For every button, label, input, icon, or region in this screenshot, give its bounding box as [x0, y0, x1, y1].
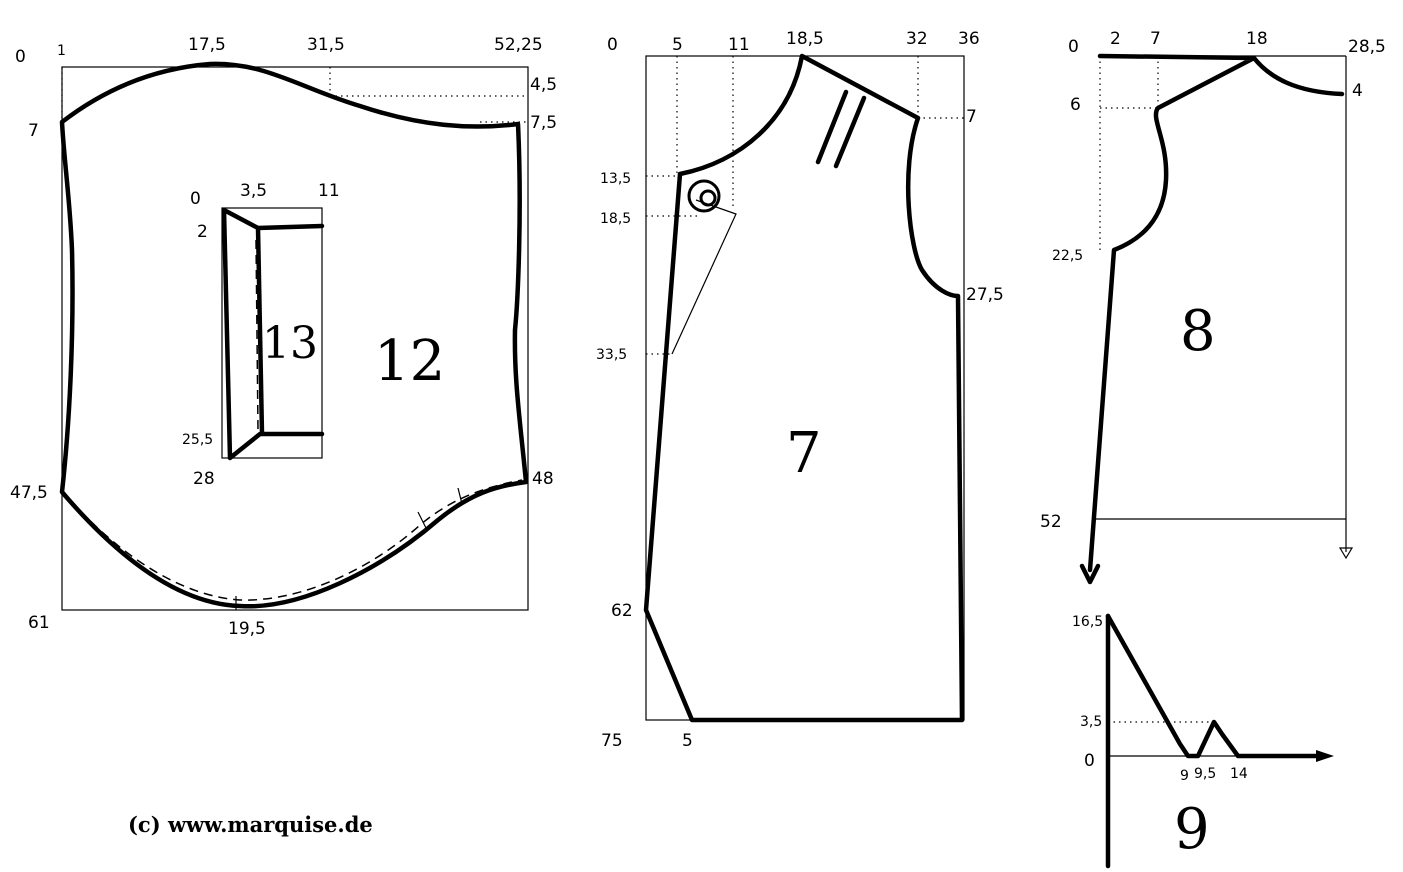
piece-number-9: 9: [1174, 797, 1210, 862]
measure-label: 4,5: [530, 75, 557, 95]
measure-label: 52: [1040, 512, 1062, 532]
measure-label: 6: [1070, 95, 1081, 115]
dart-line-2: [833, 95, 867, 169]
piece-13: 0 3,5 11 2 25,5 28 13: [182, 181, 340, 489]
button-circle-icon: [687, 179, 721, 213]
measure-label: 27,5: [966, 285, 1004, 305]
piece-number-13: 13: [262, 318, 318, 369]
measure-label: 0: [15, 47, 26, 67]
piece-13-bounding-box: [221, 207, 323, 459]
piece-number-8: 8: [1180, 299, 1216, 364]
piece-9: 16,5 3,5 0 9 9,5 14 9: [1072, 613, 1334, 869]
measure-label: 61: [28, 613, 50, 633]
measure-label: 5: [672, 35, 683, 55]
measure-label: 48: [532, 469, 554, 489]
piece-12-outline: [59, 61, 529, 609]
piece-9-outline: [1105, 613, 1323, 759]
notch-mark: [417, 511, 427, 529]
dart-line-1: [815, 89, 849, 165]
measure-label: 28: [193, 469, 215, 489]
measure-label: 16,5: [1072, 614, 1103, 630]
notch-mark: [457, 487, 463, 505]
arrow-right-icon: [1316, 750, 1334, 762]
measure-label: 0: [1084, 751, 1095, 771]
piece-7: 0 5 11 18,5 32 36 7 27,5 13,5 18,5 33,5 …: [596, 29, 1004, 751]
measure-label: 14: [1230, 766, 1248, 782]
measure-label: 31,5: [307, 35, 345, 55]
piece-7-bounding-box: [645, 55, 965, 721]
measure-label: 17,5: [188, 35, 226, 55]
measure-label: 62: [611, 601, 633, 621]
measure-label: 7,5: [530, 113, 557, 133]
fold-line: [255, 239, 259, 431]
measure-label: 9: [1180, 768, 1189, 784]
measure-label: 25,5: [182, 432, 213, 448]
measure-label: 22,5: [1052, 248, 1083, 264]
measure-label: 33,5: [596, 347, 627, 363]
measure-label: 18: [1246, 29, 1268, 49]
measure-label: 4: [1352, 81, 1363, 101]
measure-label: 3,5: [1080, 714, 1102, 730]
measure-label: 2: [1110, 29, 1121, 49]
measure-label: 36: [958, 29, 980, 49]
piece-13-outline: [221, 207, 325, 461]
measure-label: 2: [197, 222, 208, 242]
arrow-down-icon: [1079, 563, 1101, 585]
measure-label: 0: [1068, 37, 1079, 57]
measure-label: 19,5: [228, 619, 266, 639]
measure-label: 3,5: [240, 181, 267, 201]
measure-label: 52,25: [494, 35, 543, 55]
measure-label: 0: [607, 35, 618, 55]
measure-label: 28,5: [1348, 37, 1386, 57]
measure-label: 47,5: [10, 483, 48, 503]
piece-12-seam-allowance: [69, 479, 523, 601]
measure-label: 5: [682, 731, 693, 751]
arrow-down-icon: [1338, 547, 1354, 560]
measure-label: 11: [318, 181, 340, 201]
piece-12: 0 1 17,5 31,5 52,25 4,5 7,5 48 7 47,5 61…: [10, 35, 557, 639]
measure-label: 9,5: [1194, 766, 1216, 782]
measure-label: 7: [28, 121, 39, 141]
buttonhole-icon: [699, 189, 717, 207]
piece-8: 0 2 7 18 28,5 4 6 22,5 52 8: [1040, 29, 1386, 585]
measure-label: 13,5: [600, 171, 631, 187]
measure-label: 7: [966, 107, 977, 127]
measure-label: 0: [190, 189, 201, 209]
measure-label: 11: [728, 35, 750, 55]
measure-label: 7: [1150, 29, 1161, 49]
lapel-facing-line: [671, 199, 737, 355]
copyright-text: (c) www.marquise.de: [128, 812, 373, 837]
piece-number-12: 12: [374, 329, 445, 394]
measure-label: 75: [601, 731, 623, 751]
measure-label: 1: [57, 43, 66, 59]
piece-8-outline: [1087, 53, 1345, 573]
measure-label: 18,5: [600, 211, 631, 227]
piece-12-bounding-box: [61, 66, 529, 611]
measure-label: 18,5: [786, 29, 824, 49]
piece-7-outline: [643, 53, 965, 723]
measure-label: 32: [906, 29, 928, 49]
piece-number-7: 7: [786, 421, 822, 486]
